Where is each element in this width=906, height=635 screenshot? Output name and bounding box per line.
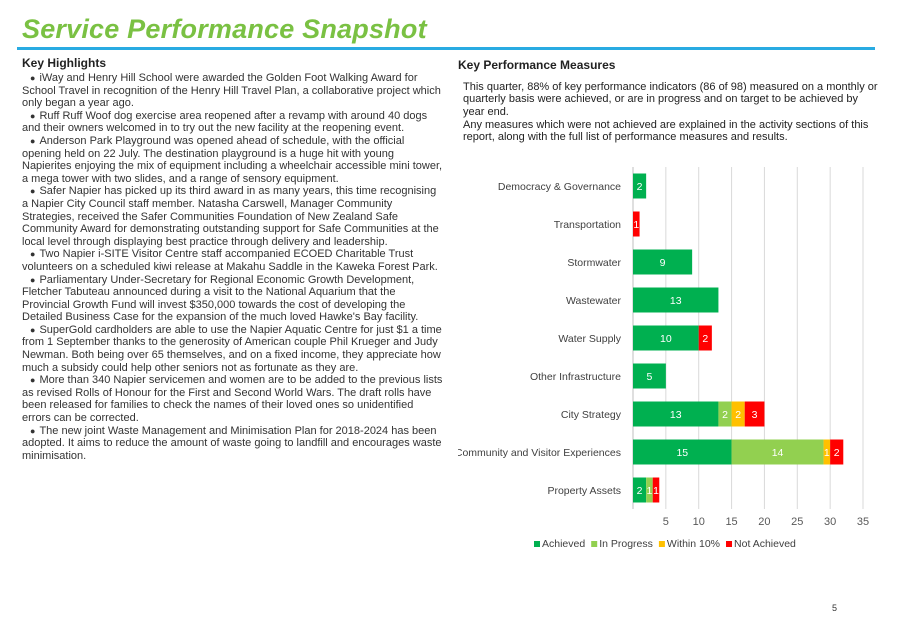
list-item: ●Safer Napier has picked up its third aw… [22, 185, 444, 248]
list-item: ●iWay and Henry Hill School were awarded… [22, 72, 444, 110]
list-item-text: Ruff Ruff Woof dog exercise area reopene… [22, 109, 428, 135]
bullet-icon: ● [30, 375, 36, 386]
legend-swatch [658, 541, 665, 547]
highlights-heading: Key Highlights [22, 56, 107, 70]
category-label: Stormwater [567, 257, 621, 269]
kpm-note: Any measures which were not achieved are… [463, 118, 869, 144]
bullet-icon: ● [30, 73, 36, 83]
bullet-icon: ● [30, 110, 36, 121]
category-label: Community and Visitor Experiences [458, 447, 621, 459]
list-item-text: More than 340 Napier servicemen and wome… [22, 374, 443, 425]
bar-segment [823, 439, 831, 465]
list-item: ●The new joint Waste Management and Mini… [22, 425, 444, 463]
bar-segment [731, 439, 824, 465]
category-label: Transportation [554, 219, 621, 231]
x-tick-label: 35 [857, 516, 869, 528]
bar-segment [698, 325, 712, 351]
list-item: ●More than 340 Napier servicemen and wom… [22, 374, 444, 424]
x-tick-label: 30 [824, 516, 836, 528]
list-item-text: Anderson Park Playground was opened ahea… [22, 134, 443, 185]
x-tick-label: 25 [791, 516, 803, 528]
bullet-icon: ● [30, 425, 36, 436]
category-label: Property Assets [547, 485, 621, 497]
data-label: 13 [670, 295, 682, 307]
kpm-section: Key Performance Measures This quarter, 8… [458, 58, 878, 143]
data-label: 9 [660, 257, 666, 269]
category-label: Democracy & Governance [498, 181, 621, 193]
list-item-text: Safer Napier has picked up its third awa… [22, 185, 439, 248]
bullet-icon: ● [30, 135, 36, 146]
category-label: Water Supply [558, 333, 621, 345]
data-label: 2 [735, 409, 741, 421]
bar-segment [731, 401, 745, 427]
bar-segment [718, 401, 732, 427]
highlights-list: ●iWay and Henry Hill School were awarded… [22, 72, 444, 462]
bullet-icon: ● [30, 249, 36, 260]
bar-segment [633, 325, 699, 351]
list-item: ●SuperGold cardholders are able to use t… [22, 324, 444, 374]
bar-segment [646, 477, 653, 503]
legend-label: In Progress [599, 538, 653, 550]
list-item-text: iWay and Henry Hill School were awarded … [22, 72, 441, 110]
data-label: 1 [633, 219, 639, 231]
legend-label: Not Achieved [734, 538, 796, 550]
list-item-text: Parliamentary Under-Secretary for Region… [22, 273, 419, 324]
list-item-text: Two Napier i-SITE Visitor Centre staff a… [22, 248, 438, 273]
data-label: 1 [647, 485, 653, 497]
data-label: 2 [637, 485, 643, 497]
kpm-heading: Key Performance Measures [458, 58, 616, 72]
x-tick-label: 20 [758, 516, 770, 528]
bar-segment [633, 401, 719, 427]
data-label: 2 [722, 409, 728, 421]
bullet-icon: ● [30, 186, 36, 197]
data-label: 10 [660, 333, 672, 345]
list-item: ●Ruff Ruff Woof dog exercise area reopen… [22, 110, 444, 135]
data-label: 2 [834, 447, 840, 459]
category-label: Other Infrastructure [530, 371, 621, 383]
data-label: 3 [752, 409, 758, 421]
bar-segment [633, 439, 732, 465]
bar-segment [744, 401, 765, 427]
data-label: 15 [676, 447, 688, 459]
legend-swatch [534, 541, 540, 547]
x-tick-label: 15 [725, 516, 737, 528]
data-label: 13 [670, 409, 682, 421]
data-label: 1 [824, 447, 830, 459]
category-label: Wastewater [566, 295, 622, 307]
kpm-summary: This quarter, 88% of key performance ind… [463, 81, 878, 118]
bullet-icon: ● [30, 324, 36, 335]
bullet-icon: ● [30, 274, 36, 285]
category-label: City Strategy [561, 409, 622, 421]
bar-segment [633, 211, 640, 237]
legend-swatch [726, 541, 733, 547]
list-item: ●Anderson Park Playground was opened ahe… [22, 135, 444, 185]
bar-segment [830, 439, 844, 465]
bar-segment [633, 249, 693, 275]
x-tick-label: 5 [663, 516, 669, 528]
bar-segment [633, 173, 647, 199]
data-label: 2 [637, 181, 643, 193]
list-item-text: SuperGold cardholders are able to use th… [22, 323, 442, 374]
bar-segment [633, 477, 647, 503]
bar-segment [633, 287, 719, 313]
data-label: 1 [653, 485, 659, 497]
page-number: 5 [832, 603, 838, 613]
legend-label: Within 10% [667, 538, 720, 550]
data-label: 2 [702, 333, 708, 345]
title-divider [17, 47, 875, 50]
bar-segment [652, 477, 660, 503]
data-label: 14 [772, 447, 784, 459]
list-item-text: The new joint Waste Management and Minim… [22, 424, 442, 462]
list-item: ●Two Napier i-SITE Visitor Centre staff … [22, 248, 444, 273]
legend-swatch [591, 541, 598, 547]
list-item: ●Parliamentary Under-Secretary for Regio… [22, 274, 444, 324]
highlights-section: Key Highlights ●iWay and Henry Hill Scho… [22, 56, 444, 462]
data-label: 5 [647, 371, 653, 383]
x-tick-label: 10 [693, 516, 705, 528]
page-title: Service Performance Snapshot [22, 14, 427, 44]
legend-label: Achieved [542, 538, 585, 550]
bar-segment [633, 363, 666, 389]
